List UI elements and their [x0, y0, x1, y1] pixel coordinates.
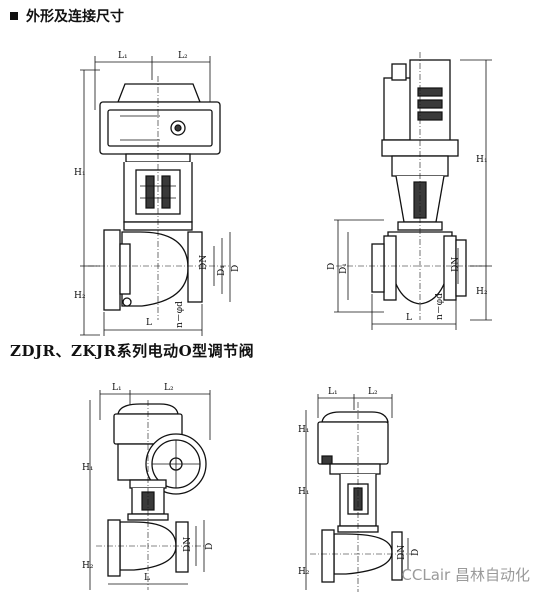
- dim-label-l: L: [146, 318, 152, 328]
- dim-label-h2-bottom: H₂: [82, 561, 94, 571]
- dim-label-d-side: D: [327, 263, 337, 270]
- dim-label-h1-bottom: H₁: [82, 463, 93, 473]
- dim-label-h2-compact: H₂: [298, 567, 310, 577]
- dim-label-d-bottom: D: [205, 543, 215, 550]
- dim-label-l2-compact: L₂: [368, 387, 378, 397]
- dim-label-h2: H₂: [74, 291, 86, 301]
- dim-label-l1: L₁: [118, 51, 128, 61]
- dim-label-l-side: L: [406, 313, 412, 323]
- section-title: 外形及连接尺寸: [10, 6, 124, 26]
- dim-label-nd: n－φd: [175, 301, 185, 328]
- dim-label-dn-compact: DN: [397, 545, 407, 560]
- dim-label-d1-side: D₁: [339, 263, 349, 274]
- dim-label-dn-bottom: DN: [183, 537, 193, 552]
- dim-label-nd-side: n－φd: [435, 293, 445, 320]
- dim-label-l1-compact: L₁: [328, 387, 338, 397]
- drawing-handwheel-view: L₁ L₂ H₁ H₂ L DN D: [82, 383, 215, 590]
- dim-label-h2-side: H₂: [476, 287, 488, 297]
- dim-label-h-compact: H₁: [298, 425, 309, 435]
- dim-label-l2: L₂: [178, 51, 188, 61]
- bullet-square-icon: [10, 12, 18, 20]
- dim-label-d: D: [231, 265, 241, 272]
- watermark: CCLair 昌林自动化: [401, 566, 530, 584]
- dim-label-l2-bottom: L₂: [164, 383, 174, 393]
- section-title-text: 外形及连接尺寸: [26, 9, 124, 25]
- dim-label-h1-side: H₁: [476, 155, 487, 165]
- dim-label-dn-side: DN: [451, 257, 461, 272]
- dim-label-h1-compact: H₁: [298, 487, 309, 497]
- dim-label-l-bottom: L: [144, 573, 150, 583]
- dim-label-dn: DN: [199, 255, 209, 270]
- drawing-side-view-top: H₁ H₂ D D₁ DN L n－φd: [327, 52, 492, 330]
- dim-label-l1-bottom: L₁: [112, 383, 122, 393]
- series-title: ZDJR、ZKJR系列电动O型调节阀: [10, 342, 255, 360]
- drawing-compact-view: L₁ L₂ H₁ H₁ H₂ DN D: [298, 387, 421, 592]
- dim-label-d-compact: D: [411, 549, 421, 556]
- dim-label-d1: D₁: [217, 265, 227, 276]
- dim-label-h1: H₁: [74, 168, 85, 178]
- drawing-front-view-top: L₁ L₂ H₁ H₂: [74, 51, 241, 336]
